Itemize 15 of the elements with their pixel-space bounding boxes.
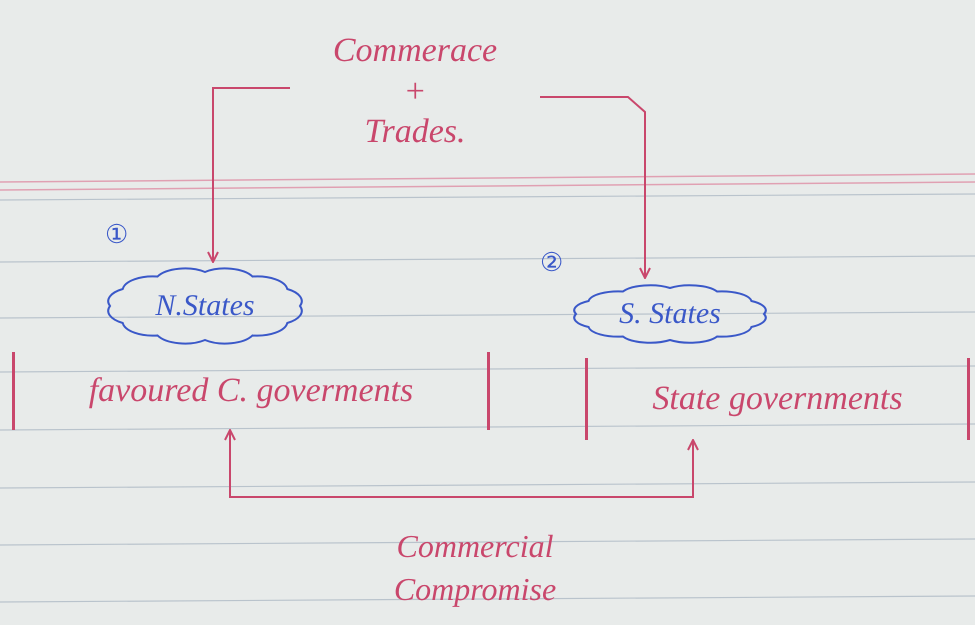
node-text: State governments xyxy=(652,378,903,419)
arrow xyxy=(224,429,699,498)
node-text: S. States xyxy=(619,296,721,332)
arrow xyxy=(207,87,290,263)
edge-label: Commercial Compromise xyxy=(392,527,558,610)
arrow xyxy=(540,96,651,279)
node-text: Commerace xyxy=(332,30,498,71)
circled-number: ② xyxy=(540,248,564,278)
node-text: Trades. xyxy=(364,112,466,152)
circled-number: ① xyxy=(105,220,128,250)
node-text: N.States xyxy=(155,288,255,324)
node-text: favoured C. goverments xyxy=(88,370,414,411)
bracket-box xyxy=(585,358,970,440)
bracket-box xyxy=(12,352,490,430)
node-text: + xyxy=(404,72,426,112)
